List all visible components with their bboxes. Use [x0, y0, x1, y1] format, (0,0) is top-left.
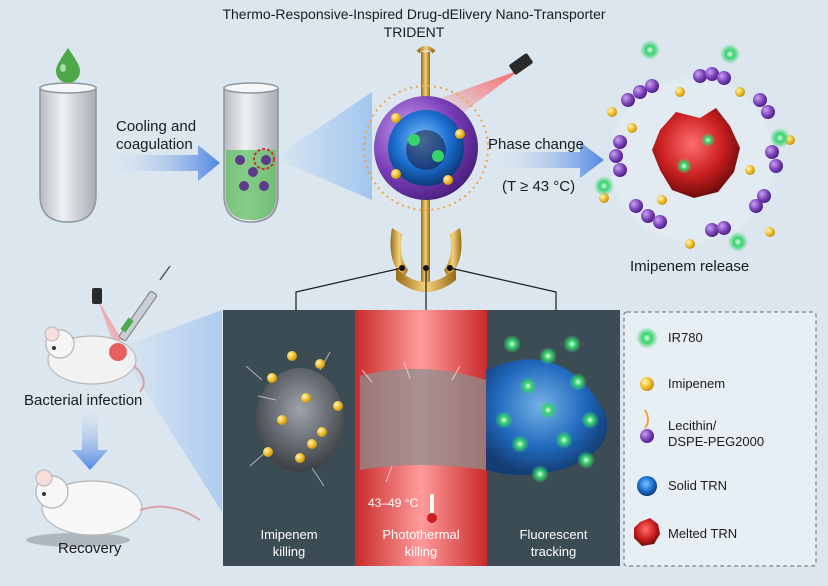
phase-change-label: Phase change [488, 136, 584, 153]
mouse-recovered [26, 469, 201, 547]
panel2-label-line2: killing [404, 544, 438, 559]
laser-pointer-icon [435, 53, 533, 115]
phase-change-arrow [490, 142, 604, 178]
legend-dspe-label: DSPE-PEG2000 [668, 434, 765, 449]
thermometer-icon [427, 494, 437, 523]
legend-box [623, 311, 817, 567]
empty-tube [39, 82, 97, 223]
legend-ir780-label: IR780 [668, 330, 703, 345]
panel3-label-line1: Fluorescent [519, 527, 588, 542]
panel2-label-line1: Photothermal [382, 527, 460, 542]
nanoparticle-solid [363, 85, 489, 211]
melted-trn-icon [634, 518, 660, 546]
cooling-arrow [105, 145, 220, 181]
recovery-arrow [72, 410, 108, 470]
imipenem-icon [640, 377, 654, 391]
release-label: Imipenem release [630, 258, 750, 275]
legend-lecithin-label: Lecithin/ [668, 418, 717, 433]
bacterial-infection-label: Bacterial infection [24, 392, 143, 409]
panel1-label-line2: killing [272, 544, 306, 559]
legend-imipenem-label: Imipenem [668, 376, 726, 391]
solid-trn-icon [637, 476, 657, 496]
panel-connectors [295, 267, 557, 310]
legend-melted-trn-label: Melted TRN [668, 526, 738, 541]
coagulated-tube [223, 82, 279, 223]
panel1-label-line1: Imipenem [260, 527, 318, 542]
legend-solid-trn-label: Solid TRN [668, 478, 728, 493]
panel-fluorescent-tracking [486, 310, 620, 566]
panel2-temp-label: 43–49 °C [368, 496, 419, 510]
diagram-title: Thermo-Responsive-Inspired Drug-dElivery… [222, 6, 606, 22]
mouse-zoom-cone [118, 310, 222, 512]
panel-imipenem-killing [223, 310, 355, 566]
phase-condition-label: (T ≥ 43 °C) [502, 178, 576, 195]
ir780-icon [636, 327, 658, 349]
green-droplet [56, 48, 80, 83]
syringe-icon [118, 265, 171, 341]
melted-trn-cluster [594, 40, 795, 252]
diagram-subtitle: TRIDENT [383, 24, 445, 40]
step-coagulation-label: coagulation [116, 136, 193, 153]
small-laser-icon [92, 288, 122, 340]
panel-photothermal-killing [355, 310, 487, 566]
step-cooling-label: Cooling and [116, 118, 197, 135]
lecithin-icon [640, 409, 654, 443]
panel3-label-line2: tracking [530, 544, 577, 559]
recovery-label: Recovery [58, 540, 122, 557]
zoom-cone [274, 92, 372, 200]
